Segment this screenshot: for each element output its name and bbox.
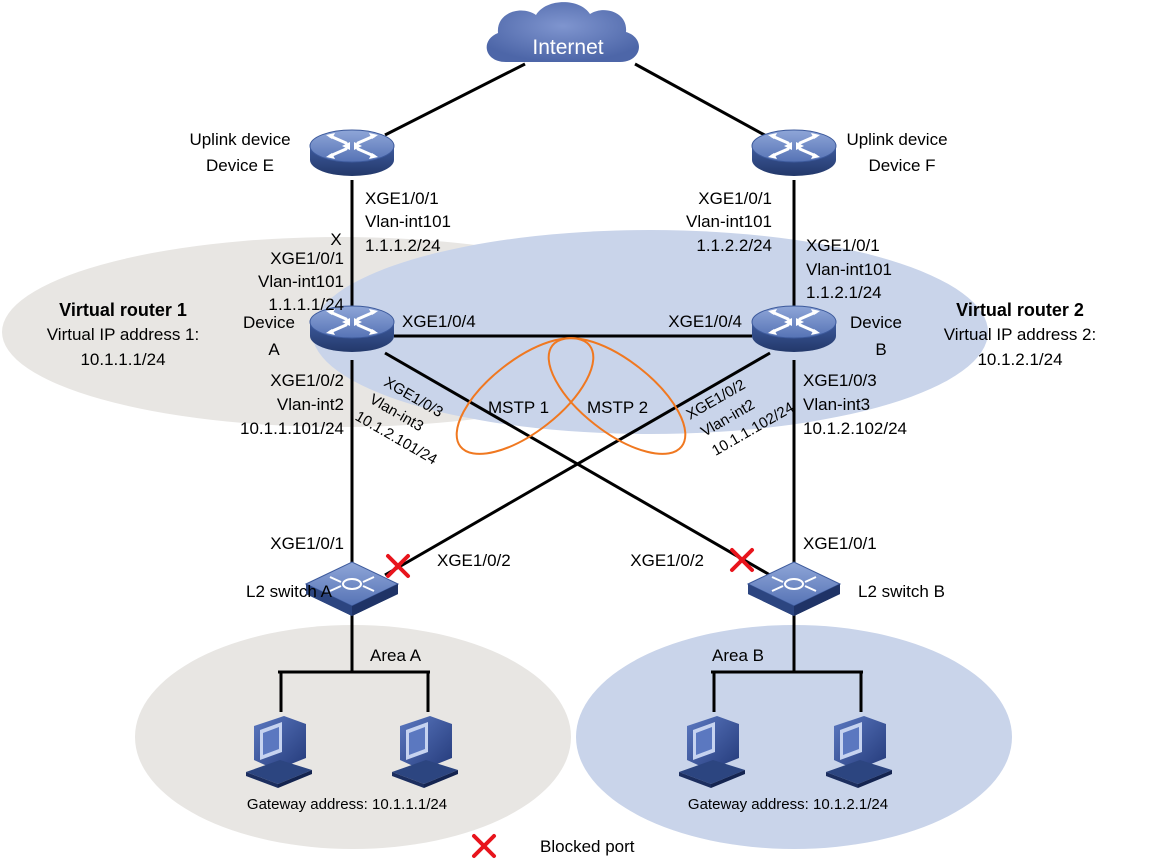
a-up-vlan: Vlan-int101 [258, 272, 344, 291]
internet-label: Internet [532, 36, 603, 59]
virtual-router-2-area [312, 230, 988, 434]
mstp-1-ring [455, 337, 595, 455]
sa-up-port: XGE1/0/1 [270, 534, 344, 553]
device-b-label-line2: B [875, 340, 886, 359]
area-a-pc-left-icon[interactable] [246, 716, 312, 788]
area-b-gateway: Gateway address: 10.1.2.1/24 [688, 796, 888, 813]
area-b-background [576, 625, 1012, 849]
area-b-pc-left-icon[interactable] [679, 716, 745, 788]
f-down-ip: 1.1.2.2/24 [696, 236, 772, 255]
link-internet-device-e [384, 62, 526, 137]
a-down-vlan: Vlan-int2 [277, 395, 344, 414]
device-e-label-line1: Uplink device [189, 130, 290, 149]
a-down-ip: 10.1.1.101/24 [240, 419, 344, 438]
a-up-port: XGE1/0/1 [270, 249, 344, 268]
legend-blocked-port-icon [472, 834, 496, 858]
vr1-title: Virtual router 1 [59, 300, 187, 320]
links [350, 62, 796, 672]
sb-cross-port: XGE1/0/2 [630, 551, 704, 570]
vr2-line2: 10.1.2.1/24 [977, 350, 1062, 369]
mstp-1-label: MSTP 1 [488, 398, 549, 417]
b-up-port: XGE1/0/1 [806, 236, 880, 255]
sa-cross-port: XGE1/0/2 [437, 551, 511, 570]
b-link-port: XGE1/0/4 [668, 312, 742, 331]
e-down-ip: 1.1.1.2/24 [365, 236, 441, 255]
link-internet-device-f [634, 62, 771, 140]
vr2-line1: Virtual IP address 2: [944, 325, 1096, 344]
vr1-line2: 10.1.1.1/24 [80, 350, 165, 369]
switch-b-label: L2 switch B [858, 582, 945, 601]
device-a-label-line2: A [268, 340, 280, 359]
device-e-label-line2: Device E [206, 156, 274, 175]
vr2-title: Virtual router 2 [956, 300, 1084, 320]
b-down-vlan: Vlan-int3 [803, 395, 870, 414]
area-a-gateway: Gateway address: 10.1.1.1/24 [247, 796, 447, 813]
area-a-label: Area A [370, 646, 422, 665]
device-f-label-line1: Uplink device [846, 130, 947, 149]
mstp-2-ring [547, 337, 687, 455]
cloud-icon [486, 2, 639, 63]
e-down-vlan: Vlan-int101 [365, 212, 451, 231]
f-down-port: XGE1/0/1 [698, 189, 772, 208]
link-device-b-switch-a [384, 351, 771, 577]
area-b-pc-right-icon[interactable] [826, 716, 892, 788]
device-b-router-icon[interactable] [750, 304, 838, 354]
a-up-blocked-mark: X [330, 230, 341, 249]
area-a-background [135, 625, 571, 849]
a-link-port: XGE1/0/4 [402, 312, 476, 331]
device-f-label-line2: Device F [868, 156, 935, 175]
b-down-ip: 10.1.2.102/24 [803, 419, 907, 438]
switch-a-blocked-port-icon [386, 554, 410, 578]
f-down-vlan: Vlan-int101 [686, 212, 772, 231]
device-f-router-icon[interactable] [750, 128, 838, 178]
vr1-line1: Virtual IP address 1: [47, 325, 199, 344]
device-a-label-line1: Device [243, 313, 295, 332]
switch-a-label: L2 switch A [246, 582, 333, 601]
sb-up-port: XGE1/0/1 [803, 534, 877, 553]
lan-buses [278, 670, 863, 712]
switch-b-blocked-port-icon [730, 548, 754, 572]
b-down-port: XGE1/0/3 [803, 371, 877, 390]
legend-blocked-port-label: Blocked port [540, 837, 635, 856]
a-up-ip: 1.1.1.1/24 [268, 295, 344, 314]
a-down-port: XGE1/0/2 [270, 371, 344, 390]
b-up-ip: 1.1.2.1/24 [806, 283, 882, 302]
e-down-port: XGE1/0/1 [365, 189, 439, 208]
device-e-router-icon[interactable] [308, 128, 396, 178]
mstp-2-label: MSTP 2 [587, 398, 648, 417]
area-b-label: Area B [712, 646, 764, 665]
b-up-vlan: Vlan-int101 [806, 260, 892, 279]
area-a-pc-right-icon[interactable] [392, 716, 458, 788]
device-b-label-line1: Device [850, 313, 902, 332]
